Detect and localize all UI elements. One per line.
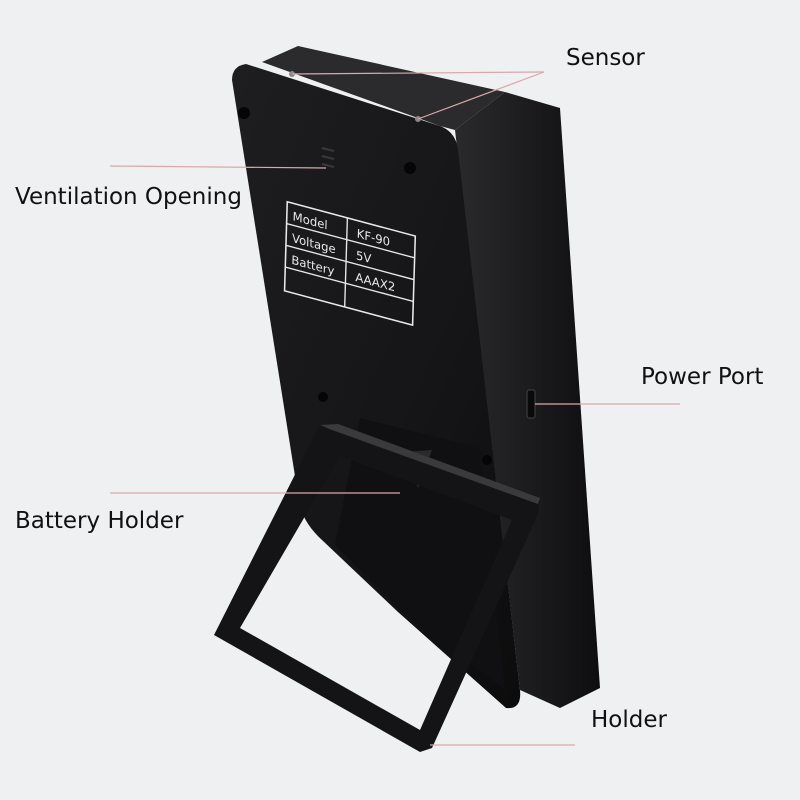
spec-value-voltage: 5V [356,248,373,266]
leader-lines [109,71,680,746]
power-port [526,389,536,419]
callout-sensor: Sensor [566,45,645,71]
ventilation-slots [321,147,335,168]
callout-ventilation-opening: Ventilation Opening [15,184,242,210]
holder-stand [214,424,540,752]
callout-holder: Holder [591,707,667,733]
callout-battery-holder: Battery Holder [15,508,184,534]
callout-power-port: Power Port [641,364,764,390]
